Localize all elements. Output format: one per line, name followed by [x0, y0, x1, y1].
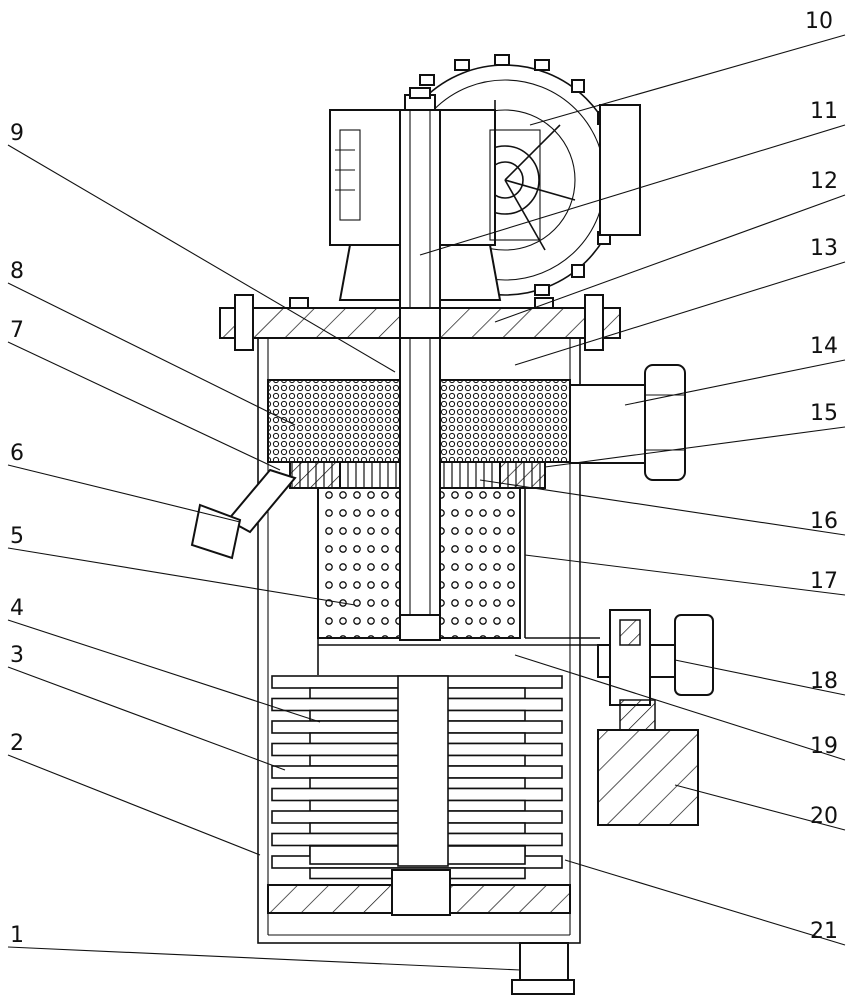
- motor-housing: [599, 104, 641, 236]
- drive-head: [329, 54, 641, 301]
- callout-9: 9: [10, 121, 24, 146]
- filter-mesh-right: [439, 379, 571, 463]
- callout-17: 17: [810, 569, 838, 594]
- callout-6: 6: [10, 441, 24, 466]
- callout-20: 20: [810, 804, 838, 829]
- main-shaft: [399, 109, 441, 641]
- callout-4: 4: [10, 596, 24, 621]
- callout-7: 7: [10, 318, 24, 343]
- callout-15: 15: [810, 401, 838, 426]
- callout-5: 5: [10, 524, 24, 549]
- callout-13: 13: [810, 236, 838, 261]
- callout-18: 18: [810, 669, 838, 694]
- callout-21: 21: [810, 919, 838, 944]
- callout-12: 12: [810, 169, 838, 194]
- callout-1: 1: [10, 923, 24, 948]
- side-motor: [597, 729, 699, 826]
- callout-labels: 1 2 3 4 5 6 7 8 9 10 11 12 13 14 15 16 1…: [10, 9, 838, 948]
- callout-8: 8: [10, 259, 24, 284]
- perforated-drum-right: [439, 487, 521, 639]
- callout-14: 14: [810, 334, 838, 359]
- callout-10: 10: [805, 9, 833, 34]
- callout-2: 2: [10, 731, 24, 756]
- callout-11: 11: [810, 99, 838, 124]
- callout-19: 19: [810, 734, 838, 759]
- drive-bracket: [329, 109, 401, 246]
- leader-lines: [7, 34, 846, 971]
- drive-stand: [338, 244, 401, 301]
- perforated-drum-left: [317, 487, 401, 639]
- outer-tank: [257, 337, 581, 944]
- disc-stack: [271, 675, 563, 880]
- outlet-pipe: [569, 384, 646, 464]
- inlet-chute: [226, 468, 297, 534]
- bottom-foot: [519, 942, 569, 984]
- callout-3: 3: [10, 643, 24, 668]
- callout-16: 16: [810, 509, 838, 534]
- filter-mesh-left: [267, 379, 401, 463]
- disc-hub: [397, 675, 449, 867]
